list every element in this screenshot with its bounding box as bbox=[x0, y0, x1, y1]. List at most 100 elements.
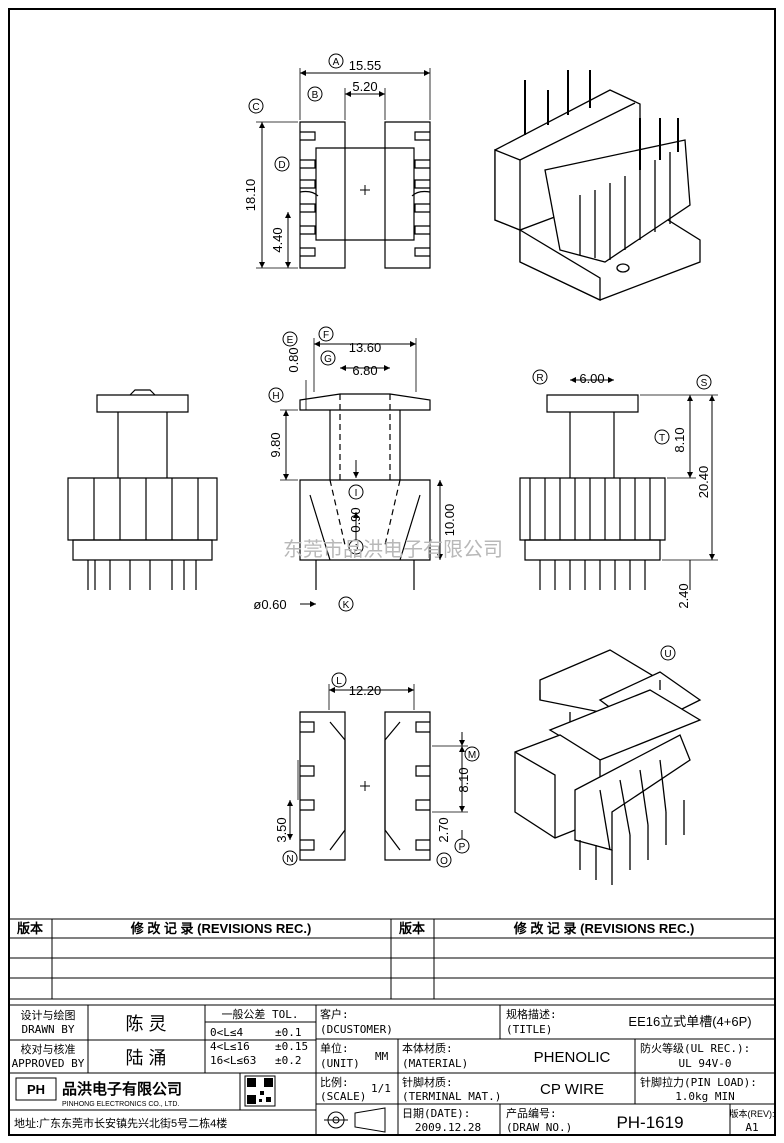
svg-text:N: N bbox=[286, 854, 293, 865]
date-value: 2009.12.28 bbox=[415, 1121, 481, 1134]
dim-13-60: 13.60 bbox=[349, 340, 382, 355]
title-value: EE16立式单槽(4+6P) bbox=[628, 1014, 751, 1029]
marker-f: F bbox=[318, 326, 334, 342]
rev-col-1: 版本 bbox=[17, 921, 43, 936]
dim-2-70: 2.70 bbox=[436, 817, 451, 842]
revision-table bbox=[8, 918, 776, 1000]
company-address: 地址:广东东莞市长安镇先兴北街5号二栋4楼 bbox=[14, 1116, 227, 1130]
rev-label: 版本(REV): bbox=[729, 1108, 774, 1119]
rev-col-2: 修 改 记 录 (REVISIONS REC.) bbox=[130, 921, 312, 936]
svg-text:D: D bbox=[278, 160, 285, 171]
marker-g: G bbox=[320, 350, 336, 366]
marker-o: O bbox=[436, 852, 452, 868]
scale-value: 1/1 bbox=[371, 1082, 391, 1095]
dim-0-80: 0.80 bbox=[286, 347, 301, 372]
marker-e: E bbox=[282, 331, 298, 347]
dim-8-10-bottom: 8.10 bbox=[456, 767, 471, 792]
marker-b: B bbox=[307, 86, 323, 102]
company-logo bbox=[15, 1077, 57, 1101]
qr-code-icon bbox=[244, 1075, 276, 1107]
unit-label-cn: 单位: bbox=[320, 1041, 349, 1055]
unit-label-en: (UNIT) bbox=[320, 1057, 360, 1070]
marker-l: L bbox=[331, 672, 347, 688]
drawno-label-cn: 产品编号: bbox=[506, 1106, 557, 1120]
svg-text:R: R bbox=[536, 373, 543, 384]
svg-text:B: B bbox=[312, 90, 319, 101]
designer-name: 陈 灵 bbox=[125, 1014, 166, 1034]
drawno-value: PH-1619 bbox=[616, 1113, 683, 1132]
marker-s: S bbox=[696, 374, 712, 390]
svg-text:S: S bbox=[701, 378, 708, 389]
rev-col-4: 修 改 记 录 (REVISIONS REC.) bbox=[513, 921, 695, 936]
customer-label-en: (DCUSTOMER) bbox=[320, 1023, 393, 1036]
tol-range-2: 4<L≤16 bbox=[210, 1040, 250, 1053]
tol-value-3: ±0.2 bbox=[275, 1054, 302, 1067]
tol-value-2: ±0.15 bbox=[275, 1040, 308, 1053]
approver-name: 陆 涌 bbox=[125, 1048, 166, 1068]
tol-range-1: 0<L≤4 bbox=[210, 1026, 243, 1039]
terminal-label-cn: 针脚材质: bbox=[402, 1075, 453, 1089]
title-label-cn: 规格描述: bbox=[506, 1007, 557, 1021]
iso-view-bottom bbox=[514, 649, 702, 885]
drawno-label-en: (DRAW NO.) bbox=[506, 1121, 572, 1134]
svg-text:I: I bbox=[355, 488, 358, 499]
dim-9-80: 9.80 bbox=[268, 432, 283, 457]
design-label-cn: 设计与绘图 bbox=[21, 1008, 76, 1022]
dim-18-10: 18.10 bbox=[243, 179, 258, 212]
svg-text:M: M bbox=[468, 750, 476, 761]
dim-4-40: 4.40 bbox=[270, 227, 285, 252]
approve-label-cn: 校对与核准 bbox=[21, 1042, 76, 1056]
material-label-en: (MATERIAL) bbox=[402, 1057, 468, 1070]
dim-15-55: 15.55 bbox=[349, 58, 382, 73]
terminal-value: CP WIRE bbox=[540, 1081, 604, 1098]
company-name-en: PINHONG ELECTRONICS CO., LTD. bbox=[62, 1101, 179, 1108]
projection-symbol-icon bbox=[324, 1107, 386, 1133]
svg-text:A: A bbox=[333, 57, 340, 68]
dim-6-00: 6.00 bbox=[579, 371, 604, 386]
design-label-en: DRAWN BY bbox=[22, 1023, 75, 1036]
tol-value-1: ±0.1 bbox=[275, 1026, 302, 1039]
title-block-text: 设计与绘图 DRAWN BY 陈 灵 校对与核准 APPROVED BY 陆 涌… bbox=[12, 1007, 775, 1134]
marker-a: A bbox=[328, 53, 344, 69]
material-value: PHENOLIC bbox=[534, 1049, 611, 1066]
terminal-label-en: (TERMINAL MAT.) bbox=[402, 1090, 501, 1103]
dim-12-20: 12.20 bbox=[349, 683, 382, 698]
pinload-label: 针脚拉力(PIN LOAD): bbox=[640, 1075, 757, 1089]
title-block-grid bbox=[8, 1004, 776, 1136]
material-label-cn: 本体材质: bbox=[402, 1041, 453, 1055]
top-view-labels: 15.55 5.20 18.10 4.40 A B C D bbox=[243, 53, 382, 253]
date-label: 日期(DATE): bbox=[402, 1107, 470, 1120]
svg-text:F: F bbox=[323, 330, 329, 341]
svg-text:U: U bbox=[664, 649, 671, 660]
marker-u: U bbox=[660, 645, 676, 661]
marker-j: J bbox=[348, 539, 364, 555]
bottom-view-labels: 12.20 8.10 3.50 2.70 L M N O P bbox=[274, 672, 480, 868]
scale-label-en: (SCALE) bbox=[320, 1090, 366, 1103]
svg-text:H: H bbox=[272, 391, 279, 402]
dim-20-40: 20.40 bbox=[696, 466, 711, 499]
svg-text:G: G bbox=[324, 354, 332, 365]
side-view bbox=[519, 377, 718, 590]
pinload-value: 1.0kg MIN bbox=[675, 1090, 735, 1103]
side-view-labels: 6.00 8.10 20.40 2.40 R S T bbox=[532, 369, 712, 609]
marker-p: P bbox=[454, 838, 470, 854]
customer-label-cn: 客户: bbox=[320, 1007, 349, 1021]
ul-label: 防火等级(UL REC.): bbox=[640, 1041, 750, 1055]
dim-8-10-side: 8.10 bbox=[672, 427, 687, 452]
front-view bbox=[280, 338, 443, 607]
approve-label-en: APPROVED BY bbox=[12, 1057, 85, 1070]
marker-t: T bbox=[654, 429, 670, 445]
svg-text:K: K bbox=[343, 600, 350, 611]
marker-k: K bbox=[338, 596, 354, 612]
bottom-view bbox=[287, 684, 468, 861]
marker-h: H bbox=[268, 387, 284, 403]
unit-value: MM bbox=[375, 1050, 389, 1063]
marker-m: M bbox=[464, 746, 480, 762]
svg-text:C: C bbox=[252, 102, 259, 113]
revision-headers: 版本 修 改 记 录 (REVISIONS REC.) 版本 修 改 记 录 (… bbox=[17, 921, 694, 936]
rev-value: A1 bbox=[745, 1121, 758, 1134]
watermark: 东莞市品洪电子有限公司 bbox=[283, 538, 503, 561]
front-view-labels: 13.60 6.80 0.80 9.80 0.90 10.00 ø0.60 E … bbox=[253, 326, 457, 612]
rev-col-3: 版本 bbox=[399, 921, 425, 936]
tol-title: 一般公差 TOL. bbox=[221, 1007, 298, 1021]
